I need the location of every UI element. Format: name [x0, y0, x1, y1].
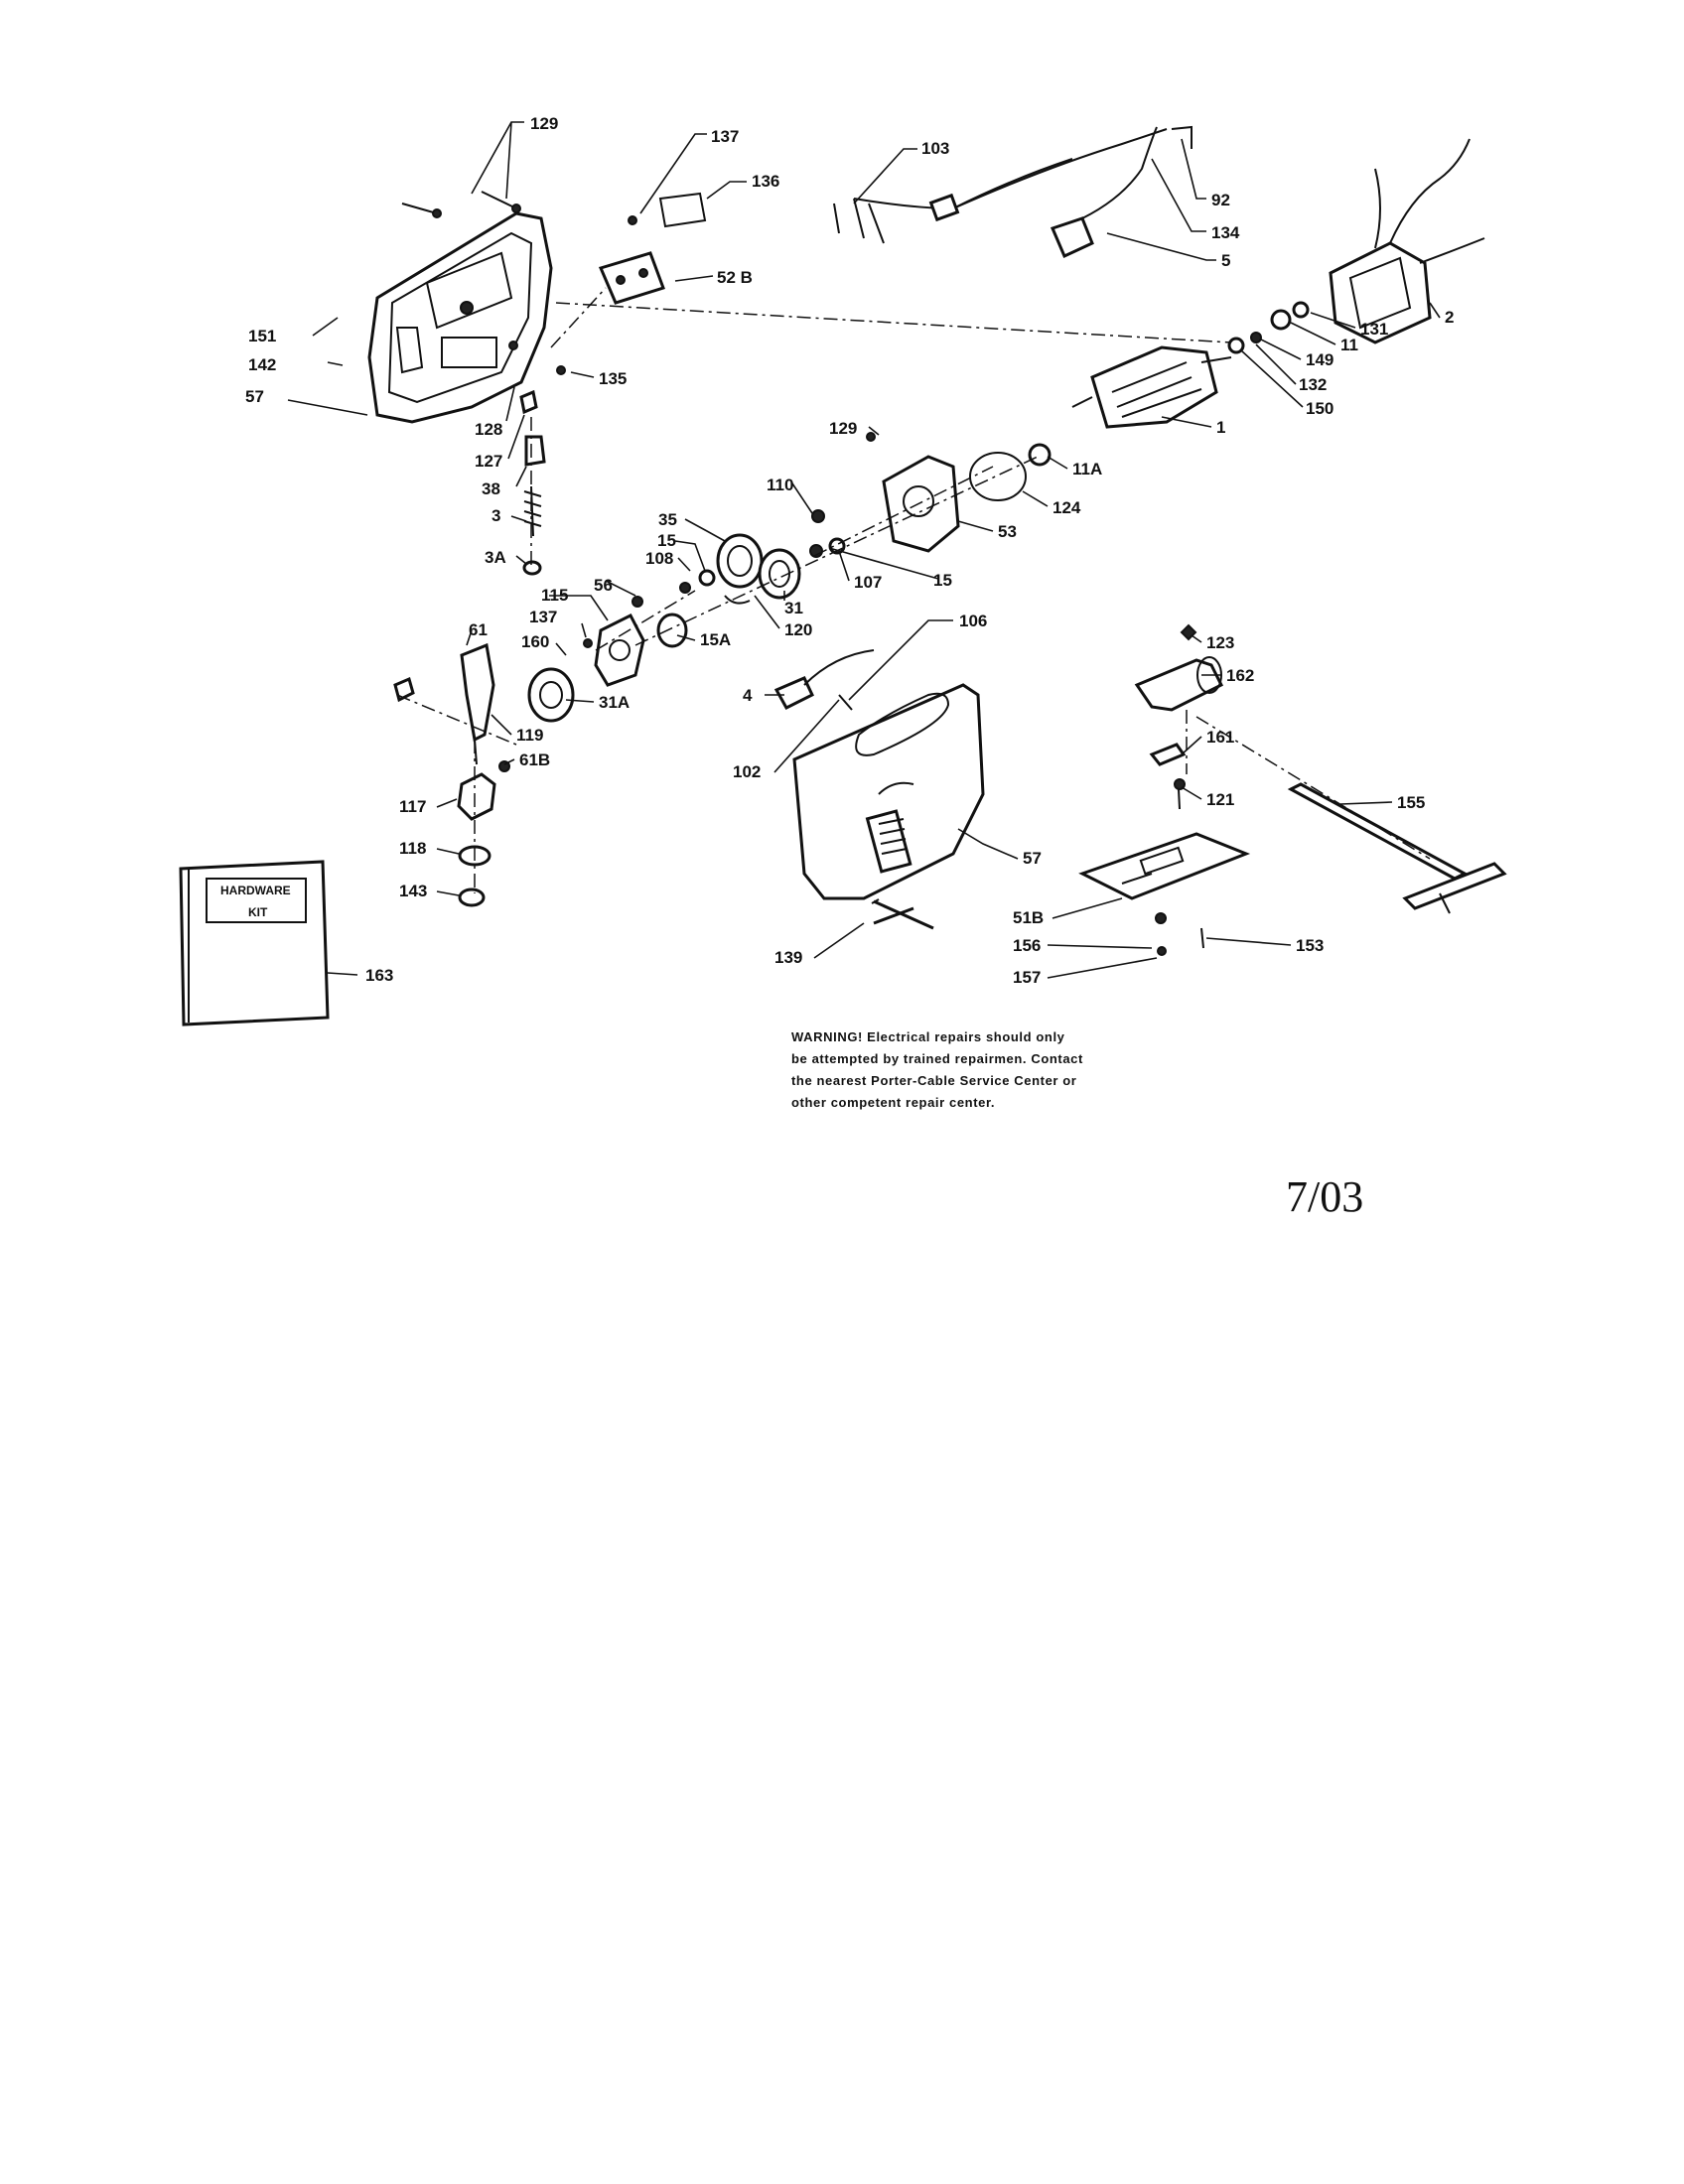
part-label: 139	[774, 948, 802, 967]
gear-set-drawing	[679, 509, 846, 605]
part-label: 149	[1306, 350, 1333, 369]
part-label: 103	[921, 139, 949, 158]
part-label: 124	[1052, 498, 1081, 517]
part-label: 15	[933, 571, 952, 590]
part-label: 132	[1299, 375, 1327, 394]
left-housing-drawing	[367, 211, 553, 424]
gear-housing-drawing	[866, 432, 960, 553]
part-label: 157	[1013, 968, 1041, 987]
screws-129-drawing	[401, 191, 521, 218]
armature-drawing	[969, 345, 1232, 501]
part-label: 52 B	[717, 268, 753, 287]
warning-line: WARNING! Electrical repairs should only	[791, 1029, 1065, 1044]
part-label: 51B	[1013, 908, 1044, 927]
blade-clamp-drawing	[1134, 623, 1224, 810]
electrical-warning-note: WARNING! Electrical repairs should only …	[791, 1026, 1189, 1114]
warning-line: other competent repair center.	[791, 1095, 996, 1110]
part-label: 123	[1206, 633, 1234, 652]
part-label: 127	[475, 452, 502, 471]
part-label: 35	[658, 510, 677, 529]
part-label: 102	[733, 762, 761, 781]
hardware-kit-line-1: HARDWARE	[220, 884, 291, 897]
part-label: 2	[1445, 308, 1454, 327]
part-label: 128	[475, 420, 502, 439]
warning-line: be attempted by trained repairmen. Conta…	[791, 1051, 1083, 1066]
part-label: 134	[1211, 223, 1240, 242]
hardware-kit-drawing	[179, 860, 330, 1026]
part-label: 156	[1013, 936, 1041, 955]
part-labels: 129 137 136 103 92 134 5 52 B 151 142 57…	[245, 114, 1454, 987]
rip-fence-drawing	[1287, 782, 1507, 914]
power-cord-drawing	[833, 125, 1193, 259]
part-label: 31	[784, 599, 803, 617]
part-label: 61	[469, 620, 488, 639]
part-label: 131	[1360, 320, 1388, 339]
part-label: 136	[752, 172, 779, 191]
part-label: 53	[998, 522, 1017, 541]
part-label: 31A	[599, 693, 630, 712]
part-label: 129	[530, 114, 558, 133]
part-label: 115	[541, 586, 568, 605]
part-label: 11A	[1072, 460, 1102, 478]
part-label: 153	[1296, 936, 1324, 955]
shoe-plate-drawing	[1078, 832, 1251, 956]
assembly-axis-lines	[396, 287, 1431, 893]
part-label: 56	[594, 576, 613, 595]
part-label: 110	[767, 476, 793, 494]
switch-plate-drawing	[598, 192, 707, 305]
part-label: 160	[521, 632, 549, 651]
part-label: 106	[959, 612, 987, 630]
leader-lines	[287, 121, 1441, 979]
hardware-kit-line-2: KIT	[248, 905, 268, 919]
part-label: 161	[1206, 728, 1234, 747]
part-label: 15A	[700, 630, 731, 649]
part-label: 11	[1340, 336, 1358, 354]
part-label: 142	[248, 355, 276, 374]
part-label: 121	[1206, 790, 1234, 809]
part-label: 5	[1221, 251, 1230, 270]
part-label: 119	[516, 726, 543, 745]
part-label: 117	[399, 797, 426, 816]
part-label: 108	[645, 549, 673, 568]
part-label: 129	[829, 419, 857, 438]
part-label: 107	[854, 573, 882, 592]
part-label: 61B	[519, 751, 550, 769]
part-label: 155	[1397, 793, 1425, 812]
part-label: 151	[248, 327, 276, 345]
pin-139-drawing	[871, 898, 934, 930]
drive-assembly-drawing	[527, 596, 688, 723]
part-label: 137	[711, 127, 739, 146]
part-label: 3A	[485, 548, 506, 567]
part-label: 143	[399, 882, 427, 900]
date-code: 7/03	[1286, 1172, 1364, 1221]
part-label: 150	[1306, 399, 1333, 418]
part-label: 1	[1216, 418, 1225, 437]
part-label: 57	[245, 387, 264, 406]
part-label: 135	[599, 369, 627, 388]
part-label: 15	[657, 531, 676, 550]
part-label: 162	[1226, 666, 1254, 685]
plunger-assembly-drawing	[393, 642, 510, 907]
part-label: 137	[529, 608, 557, 626]
part-label: 4	[743, 686, 753, 705]
part-label: 92	[1211, 191, 1230, 209]
part-label: 3	[491, 506, 500, 525]
part-label: 118	[399, 839, 426, 858]
right-housing-drawing	[773, 649, 985, 925]
warning-line: the nearest Porter-Cable Service Center …	[791, 1073, 1077, 1088]
part-label: 120	[784, 620, 812, 639]
part-label: 38	[482, 479, 500, 498]
part-label: 57	[1023, 849, 1042, 868]
field-assembly-drawing	[1227, 138, 1485, 354]
part-label: 163	[365, 966, 393, 985]
